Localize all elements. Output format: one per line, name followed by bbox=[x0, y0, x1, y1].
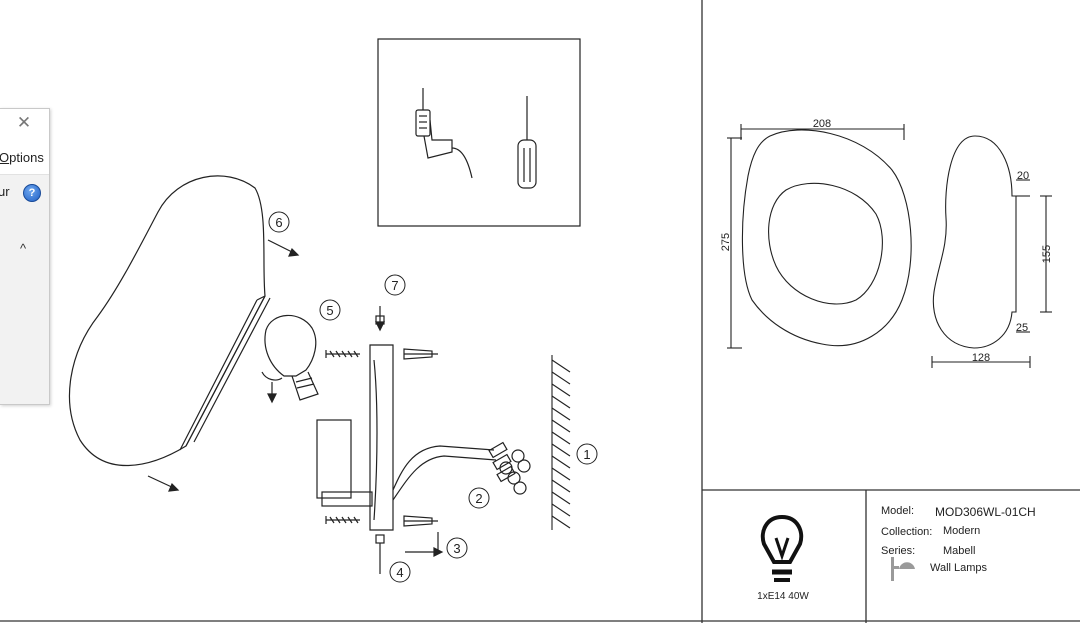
svg-text:155: 155 bbox=[1041, 245, 1053, 263]
small-screw-icon bbox=[375, 315, 385, 574]
options-mnemonic: O bbox=[0, 150, 10, 165]
chevron-up-icon[interactable]: ^ bbox=[20, 241, 27, 256]
mount-bracket bbox=[316, 315, 531, 574]
svg-text:4: 4 bbox=[396, 565, 403, 580]
model-value: MOD306WL-01CH bbox=[935, 505, 1036, 519]
partial-label: ur bbox=[0, 184, 10, 199]
options-dialog: ✕ Options ur ? ^ bbox=[0, 108, 50, 405]
step-marker: 3 bbox=[446, 537, 468, 559]
step-marker: 7 bbox=[384, 274, 406, 296]
svg-text:3: 3 bbox=[453, 541, 460, 556]
bulb-icon bbox=[760, 514, 804, 582]
wall-lamp-icon bbox=[891, 557, 915, 581]
step-marker: 2 bbox=[468, 487, 490, 509]
series-label: Series: bbox=[881, 545, 916, 557]
svg-text:7: 7 bbox=[391, 278, 398, 293]
svg-text:275: 275 bbox=[720, 233, 732, 251]
svg-text:25: 25 bbox=[1016, 322, 1028, 334]
bulb-part bbox=[261, 314, 319, 401]
series-value: Mabell bbox=[943, 545, 976, 557]
dialog-header: ✕ Options bbox=[0, 109, 49, 174]
step-marker: 5 bbox=[319, 299, 341, 321]
svg-text:2: 2 bbox=[475, 491, 482, 506]
svg-text:5: 5 bbox=[326, 303, 333, 318]
collection-value: Modern bbox=[943, 525, 981, 537]
collection-label: Collection: bbox=[881, 526, 933, 538]
options-menu-item[interactable]: Options bbox=[0, 150, 44, 165]
options-label-rest: ptions bbox=[9, 150, 44, 165]
model-label: Model: bbox=[881, 505, 915, 517]
svg-text:1: 1 bbox=[583, 447, 590, 462]
dialog-body: ur ? ^ bbox=[0, 174, 49, 404]
step-marker: 1 bbox=[576, 443, 598, 465]
step-marker: 6 bbox=[268, 211, 290, 233]
screwdriver-icon bbox=[517, 96, 537, 189]
bulb-spec: 1xE14 40W bbox=[757, 591, 809, 602]
drill-icon bbox=[415, 88, 473, 179]
dimension-labels: 208 275 20 155 25 128 bbox=[720, 118, 1053, 364]
svg-text:208: 208 bbox=[813, 118, 831, 130]
lamp-shade bbox=[68, 175, 271, 467]
category-value: Wall Lamps bbox=[930, 562, 988, 574]
svg-text:128: 128 bbox=[972, 352, 990, 364]
svg-text:6: 6 bbox=[275, 215, 282, 230]
wire-connectors-icon bbox=[488, 441, 531, 495]
dimension-drawing bbox=[727, 124, 1052, 368]
wall-plug-icon bbox=[403, 348, 438, 527]
tools-box bbox=[377, 38, 581, 227]
step-marker: 4 bbox=[389, 561, 411, 583]
assembly-arrows bbox=[147, 239, 444, 557]
help-icon[interactable]: ? bbox=[23, 184, 41, 202]
svg-text:20: 20 bbox=[1017, 170, 1029, 182]
screw-icon bbox=[325, 350, 360, 524]
close-icon[interactable]: ✕ bbox=[16, 113, 32, 132]
step-markers: 1 2 3 4 5 6 7 bbox=[268, 211, 598, 583]
wall-section bbox=[551, 355, 571, 530]
